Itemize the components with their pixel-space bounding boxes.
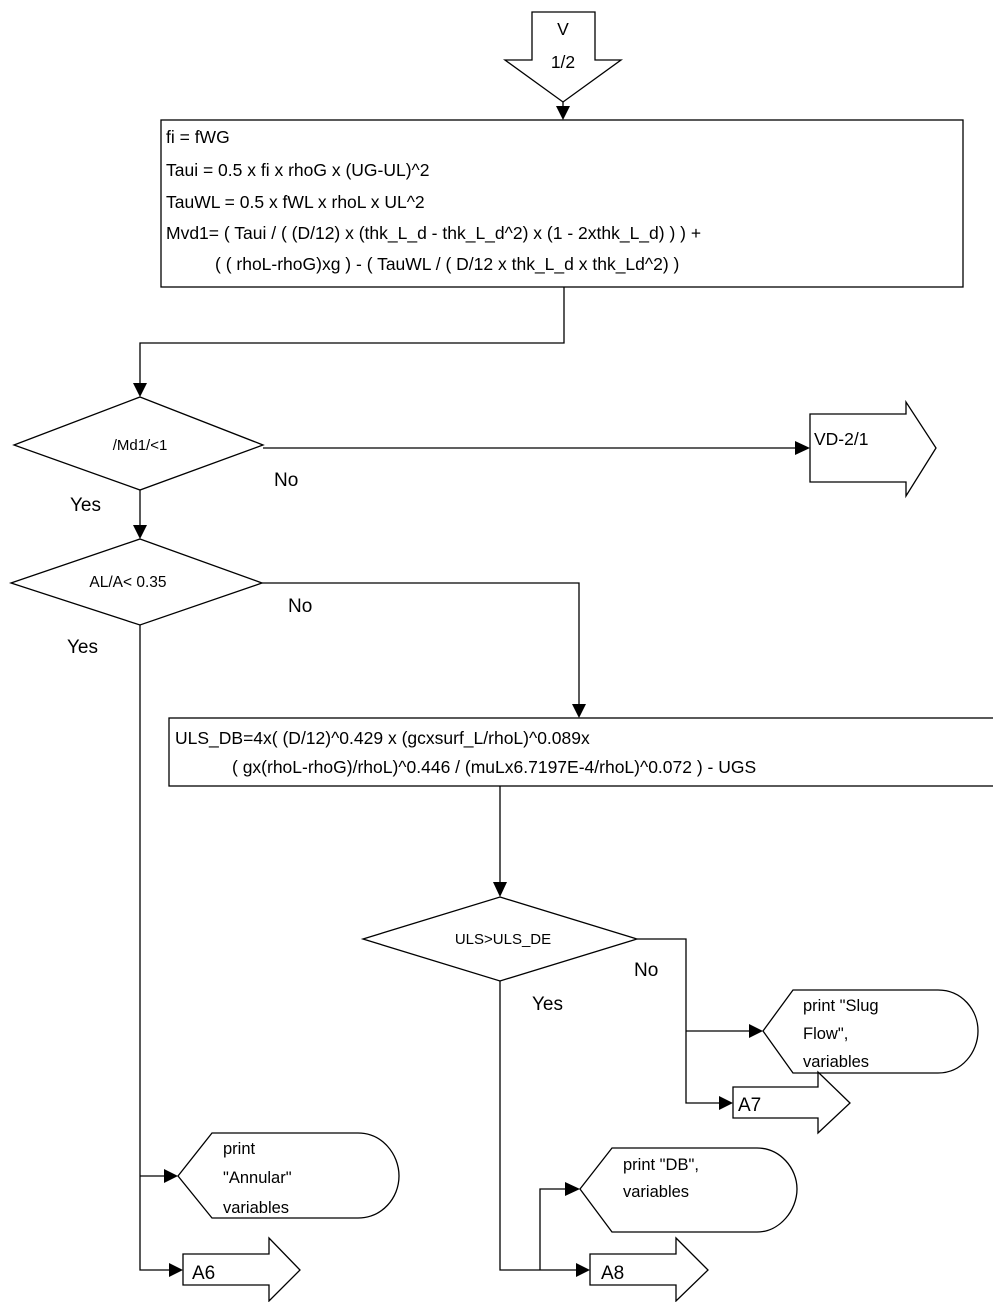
print-slug-line-3: variables	[803, 1053, 869, 1071]
uls-line-2: ( gx(rhoL-rhoG)/rhoL)^0.446 / (muLx6.719…	[232, 757, 756, 777]
decision-uls: ULS>ULS_DE	[363, 897, 637, 981]
print-db-line-1: print "DB",	[623, 1156, 699, 1174]
calc-line-3: TauWL = 0.5 x fWL x rhoL x UL^2	[166, 192, 425, 212]
decision-uls-label: ULS>ULS_DE	[455, 931, 551, 948]
decision-al-no-label: No	[288, 596, 312, 617]
arrowhead	[169, 1263, 183, 1277]
decision-uls-no-label: No	[634, 960, 658, 981]
print-slug-line-1: print "Slug	[803, 997, 879, 1015]
calc-line-2: Taui = 0.5 x fi x rhoG x (UG-UL)^2	[166, 160, 430, 180]
decision-md1-yes-label: Yes	[70, 495, 101, 516]
arrowhead	[576, 1263, 590, 1277]
connector-v-1-2: V 1/2	[505, 12, 621, 102]
connector-a7-label: A7	[738, 1095, 761, 1116]
uls-db-box: ULS_DB=4x( (D/12)^0.429 x (gcxsurf_L/rho…	[169, 718, 993, 786]
print-annular-line-2: "Annular"	[223, 1169, 292, 1187]
print-db-line-2: variables	[623, 1183, 689, 1201]
print-annular-line-1: print	[223, 1140, 256, 1158]
arrowhead	[565, 1182, 580, 1196]
decision-md1-label: /Md1/<1	[113, 437, 168, 454]
calc-line-4: Mvd1= ( Taui / ( (D/12) x (thk_L_d - thk…	[166, 223, 701, 244]
decision-md1: /Md1/<1	[14, 397, 263, 490]
calc-line-1: fi = fWG	[166, 127, 230, 147]
print-slug-line-2: Flow",	[803, 1025, 848, 1043]
connector-vd-2-1: VD-2/1	[810, 402, 936, 496]
arrowhead	[556, 106, 570, 120]
connector-a6: A6	[183, 1238, 300, 1301]
decision-uls-yes-label: Yes	[532, 994, 563, 1015]
arrowhead	[133, 383, 147, 397]
arrowhead	[133, 525, 147, 539]
decision-md1-no-label: No	[274, 470, 298, 491]
connector-a8: A8	[590, 1238, 708, 1301]
calc-line-5: ( ( rhoL-rhoG)xg ) - ( TauWL / ( D/12 x …	[215, 254, 679, 275]
decision-al-yes-label: Yes	[67, 637, 98, 658]
connector-v-line2: 1/2	[551, 52, 575, 72]
arrowhead	[493, 882, 507, 897]
print-annular-line-3: variables	[223, 1199, 289, 1217]
arrowhead	[749, 1024, 763, 1038]
uls-line-1: ULS_DB=4x( (D/12)^0.429 x (gcxsurf_L/rho…	[175, 728, 590, 749]
arrowhead	[795, 441, 810, 455]
decision-al-label: AL/A< 0.35	[89, 574, 166, 591]
connector-vd-label: VD-2/1	[814, 429, 868, 449]
connector-a8-label: A8	[601, 1263, 624, 1284]
connector-a6-label: A6	[192, 1263, 215, 1284]
print-annular: print "Annular" variables	[178, 1133, 399, 1218]
print-db: print "DB", variables	[580, 1148, 797, 1232]
arrowhead	[164, 1169, 178, 1183]
decision-al-a: AL/A< 0.35	[11, 539, 262, 625]
arrowhead	[719, 1096, 733, 1110]
calc-box: fi = fWG Taui = 0.5 x fi x rhoG x (UG-UL…	[161, 120, 963, 287]
connector-v-line1: V	[557, 19, 569, 39]
print-slug-flow: print "Slug Flow", variables	[763, 990, 978, 1073]
arrowhead	[572, 704, 586, 718]
connector-a7: A7	[733, 1072, 850, 1133]
